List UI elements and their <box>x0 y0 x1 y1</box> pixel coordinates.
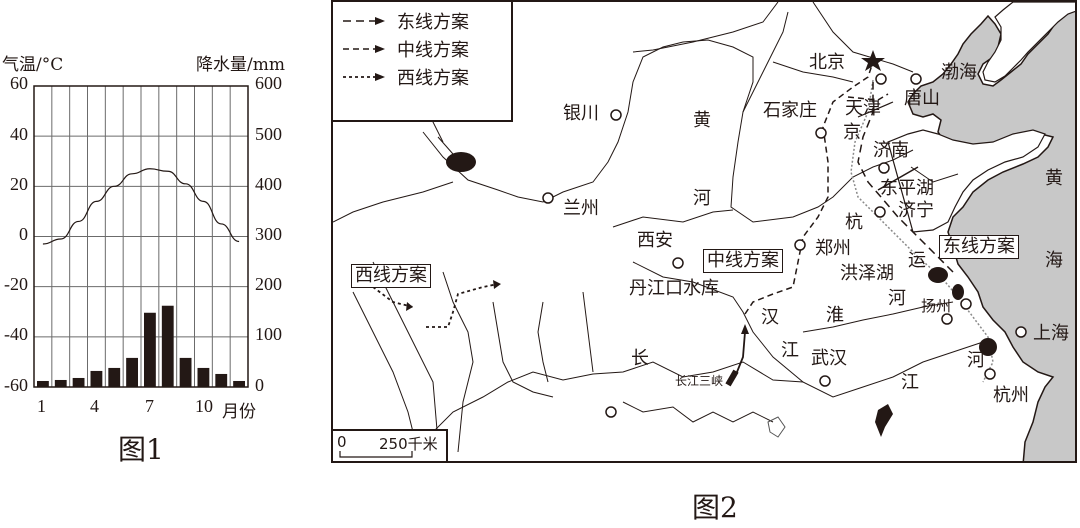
label-hongze-lake: 洪泽湖 <box>840 263 894 284</box>
label-grand-canal: 运 <box>908 250 926 271</box>
month-tick: 4 <box>90 396 99 416</box>
city-label-wuhan: 武汉 <box>811 348 847 369</box>
label-grand-canal: 河 <box>967 350 985 371</box>
legend-label: 东线方案 <box>397 12 469 33</box>
legend-west-route: 西线方案 <box>341 64 469 90</box>
label-bohai-sea: 渤海 <box>941 62 977 83</box>
label-danjiangkou-reservoir: 丹江口水库 <box>629 278 719 299</box>
precip-tick: 500 <box>255 124 282 144</box>
grand-canal <box>850 79 994 383</box>
label-yangtze-river: 江 <box>781 340 799 361</box>
label-yellow-river: 河 <box>693 188 711 209</box>
city-label-tianjin: 天津 <box>845 98 881 119</box>
temp-tick: 0 <box>19 224 28 244</box>
climate-chart: 气温/°C 降水量/mm 60 40 20 0 -20 -40 -60 600 … <box>0 0 320 528</box>
label-dongping-lake: 东平湖 <box>880 178 934 199</box>
precip-tick: 600 <box>255 73 282 93</box>
middle-route-label: 中线方案 <box>703 249 783 273</box>
city-label-yangzhou: 扬州 <box>921 297 952 315</box>
figure1-caption: 图1 <box>118 433 164 466</box>
tai-lake <box>979 338 997 356</box>
city-label-jining: 济宁 <box>898 200 934 221</box>
poyang-lake <box>875 404 893 437</box>
beijing-star-icon <box>861 50 885 71</box>
label-grand-canal: 京 <box>843 122 861 143</box>
month-tick: 10 <box>195 396 213 416</box>
label-yellow-sea: 海 <box>1045 250 1063 271</box>
city-label-yinchuan: 银川 <box>563 103 599 124</box>
city-label-hangzhou: 杭州 <box>993 385 1029 406</box>
temp-tick: -20 <box>4 274 28 294</box>
gaoyou-lake <box>952 284 964 300</box>
label-han-river: 汉 <box>761 307 779 328</box>
middle-route-line <box>744 61 874 315</box>
precip-tick: 400 <box>255 174 282 194</box>
month-axis-label: 月份 <box>222 402 256 422</box>
temp-tick: 20 <box>10 174 28 194</box>
temp-tick: -60 <box>4 375 28 395</box>
temperature-axis-title: 气温/°C <box>2 55 64 75</box>
figure2-caption: 图2 <box>692 491 738 524</box>
label-yellow-river: 黄 <box>693 110 711 131</box>
map-legend: 东线方案 中线方案 西线方案 <box>333 2 513 122</box>
city-label-jinan: 济南 <box>873 140 909 161</box>
label-grand-canal: 河 <box>888 288 906 309</box>
liaodong-peninsula <box>982 2 1075 83</box>
east-route-label: 东线方案 <box>939 235 1019 259</box>
temp-tick: -40 <box>4 324 28 344</box>
label-yellow-sea: 黄 <box>1045 168 1063 189</box>
hongze-lake <box>928 267 948 283</box>
dashed-arrow-icon <box>343 17 385 25</box>
temp-tick: 40 <box>10 124 28 144</box>
west-route-line <box>372 286 414 308</box>
scale-zero: 0 <box>337 433 347 451</box>
label-yangtze-river: 长 <box>631 348 649 369</box>
dongting-lake <box>767 416 786 438</box>
city-label-zhengzhou: 郑州 <box>815 238 851 259</box>
precipitation-axis-title: 降水量/mm <box>196 55 285 75</box>
precip-tick: 300 <box>255 224 282 244</box>
precip-tick: 200 <box>255 274 282 294</box>
legend-label: 西线方案 <box>397 68 469 89</box>
map-geography <box>333 2 1075 461</box>
city-label-tangshan: 唐山 <box>904 88 940 109</box>
water-diversion-map: 东线方案 中线方案 西线方案 北京 天津 唐山 石家庄 济南 济宁 郑州 西安 … <box>331 0 1077 463</box>
legend-label: 中线方案 <box>397 40 469 61</box>
label-three-gorges: 长江三峡 <box>675 374 724 388</box>
label-huai-river: 淮 <box>826 305 844 326</box>
scale-value: 250千米 <box>379 435 438 453</box>
dotted-arrow-icon <box>343 73 385 81</box>
label-grand-canal: 杭 <box>845 212 863 233</box>
precip-tick: 100 <box>255 324 282 344</box>
temp-tick: 60 <box>10 73 28 93</box>
dashed-arrow-icon <box>343 45 385 53</box>
precip-tick: 0 <box>255 375 264 395</box>
city-label-shijiazhuang: 石家庄 <box>763 100 817 121</box>
legend-east-route: 东线方案 <box>341 8 469 34</box>
city-label-shanghai: 上海 <box>1033 323 1069 344</box>
label-yangtze-river: 江 <box>901 372 919 393</box>
east-route-line <box>857 82 954 273</box>
city-label-lanzhou: 兰州 <box>563 198 599 219</box>
chart-plot-area <box>33 85 249 388</box>
scale-bar: 0 250千米 <box>333 429 448 461</box>
qinghai-lake <box>446 152 476 172</box>
month-tick: 1 <box>37 396 46 416</box>
month-tick: 7 <box>145 396 154 416</box>
west-route-label: 西线方案 <box>351 264 431 288</box>
scale-line <box>339 451 413 458</box>
shandong-peninsula <box>887 129 1046 233</box>
city-label-xian: 西安 <box>637 230 673 251</box>
legend-middle-route: 中线方案 <box>341 36 469 62</box>
city-label-beijing: 北京 <box>809 52 845 73</box>
